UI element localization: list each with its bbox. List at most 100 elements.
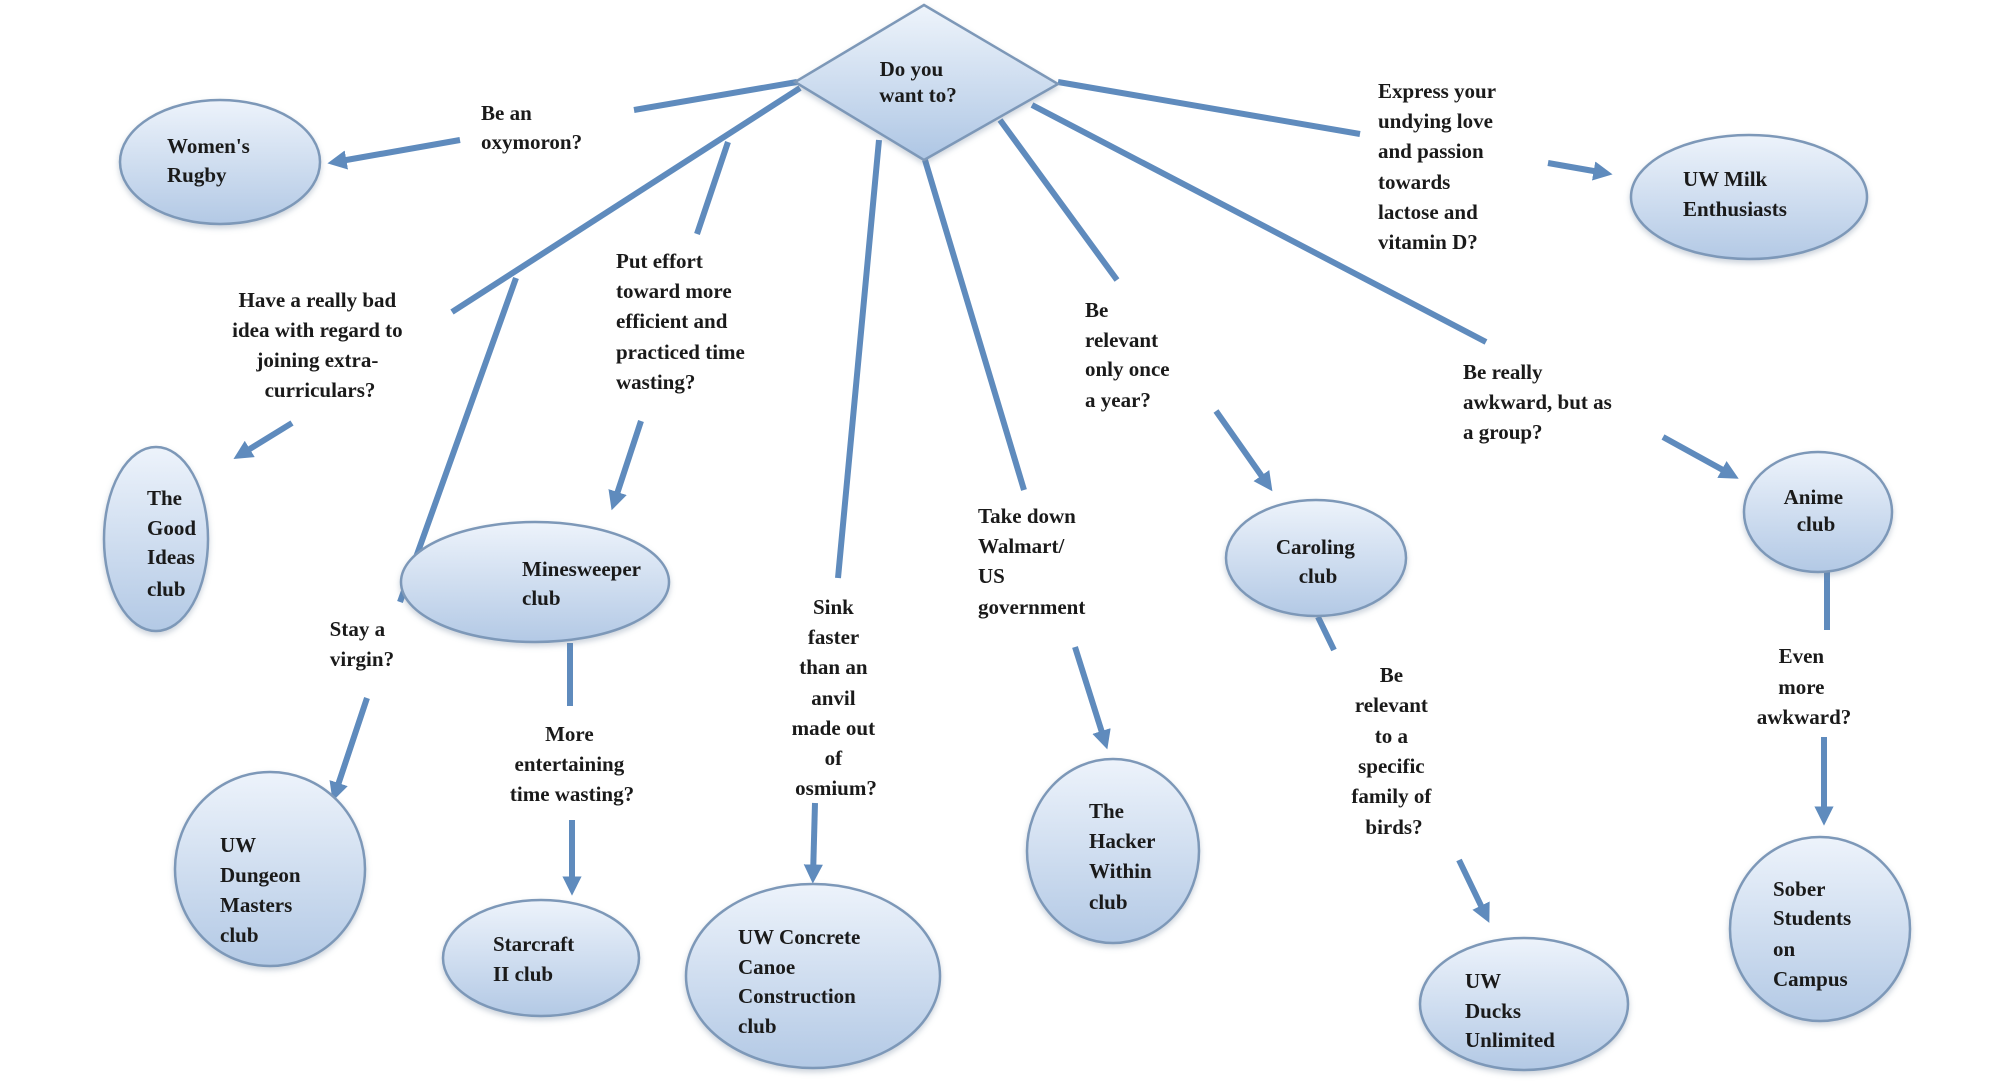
club-node-minesweeper: Minesweeper club <box>399 520 671 644</box>
club-label-line: Caroling <box>1276 535 1355 559</box>
club-label-line: The <box>1089 799 1124 823</box>
club-ellipse <box>102 445 210 633</box>
arrow-once-a-year-to-caroling <box>1213 409 1273 492</box>
question-awkward-group: Be really awkward, but as a group? <box>1463 360 1617 444</box>
club-label-line: Starcraft <box>493 932 574 956</box>
club-label-line: Women's <box>167 134 250 158</box>
club-label-line: Campus <box>1773 967 1848 991</box>
svg-text:Sober Students: Sober Students on Campus <box>1773 877 1856 991</box>
svg-text:UW Milk Enthusiasts: UW Milk Enthusiasts <box>1683 167 1787 221</box>
arrow-lactose-to-milk-enthusiasts <box>1547 160 1613 181</box>
club-label-line: UW Concrete <box>738 925 860 949</box>
decision-node-root: Do you want to? <box>792 3 1061 162</box>
club-label-line: Students <box>1773 906 1851 930</box>
club-ellipse <box>1224 498 1408 618</box>
arrow-sink-to-concrete-canoe <box>803 802 823 884</box>
edge-trunk-time-wasting <box>694 141 731 235</box>
svg-text:UW Concrete Canoe: UW Concrete Canoe Construction club <box>738 925 866 1038</box>
club-label-line: UW <box>1465 969 1501 993</box>
club-ellipse <box>1629 133 1869 261</box>
edge-root-once-a-year <box>997 118 1120 282</box>
edge-root-lactose <box>1057 79 1361 137</box>
edge-root-left-trunk <box>450 85 802 315</box>
club-label-line: Sober <box>1773 877 1825 901</box>
club-label-line: club <box>522 586 561 610</box>
club-node-caroling: Caroling club <box>1224 498 1408 618</box>
question-labels: Be an oxymoron? Have a really bad idea w… <box>232 79 1851 839</box>
club-label-line: UW Milk <box>1683 167 1768 191</box>
club-ellipse <box>1728 835 1912 1023</box>
arrow-walmart-to-hacker-within <box>1072 646 1111 750</box>
club-label-line: Unlimited <box>1465 1028 1555 1052</box>
club-label-line: Construction <box>738 984 856 1008</box>
edge-root-sink <box>835 139 882 579</box>
club-node-starcraft: Starcraft II club <box>441 898 641 1018</box>
root-label: Do you want to? <box>879 57 957 107</box>
edge-root-awkward-group <box>1030 102 1488 345</box>
question-bad-idea: Have a really bad idea with regard to jo… <box>232 288 408 402</box>
club-label-line: club <box>1797 512 1836 536</box>
svg-text:The Good Ideas: The Good Ideas club <box>147 486 201 601</box>
svg-text:Minesweeper club: Minesweeper club <box>522 557 646 610</box>
club-label-line: II club <box>493 962 553 986</box>
club-label-line: Ducks <box>1465 999 1521 1023</box>
club-label-line: Hacker <box>1089 829 1155 853</box>
club-node-dungeon-masters: UW Dungeon Masters club <box>173 770 367 968</box>
club-label-line: Enthusiasts <box>1683 197 1787 221</box>
arrow-awkward-group-to-anime <box>1661 434 1739 479</box>
club-label-line: Masters <box>220 893 292 917</box>
club-ellipse <box>1418 936 1630 1072</box>
club-label-line: Minesweeper <box>522 557 641 581</box>
question-virgin: Stay a virgin? <box>330 617 394 671</box>
club-ellipse <box>173 770 367 968</box>
club-node-hacker-within: The Hacker Within club <box>1025 757 1201 945</box>
edge-root-oxymoron <box>633 79 798 113</box>
question-time-wasting: Put effort toward more efficient and pra… <box>616 249 750 394</box>
club-ellipse <box>118 98 322 226</box>
club-label-line: club <box>147 577 186 601</box>
arrow-time-wasting-to-minesweeper <box>608 420 644 511</box>
svg-text:Starcraft II club: Starcraft II club <box>493 932 580 986</box>
club-label-line: Anime <box>1784 485 1844 509</box>
club-ellipse <box>1742 450 1894 574</box>
club-node-anime: Anime club <box>1742 450 1894 574</box>
question-oxymoron: Be an oxymoron? <box>481 101 582 154</box>
club-ellipse <box>441 898 641 1018</box>
arrow-virgin-to-dungeon-masters <box>329 697 370 802</box>
club-ellipse <box>399 520 671 644</box>
question-lactose: Express your undying love and passion to… <box>1378 79 1501 254</box>
club-label-line: Ideas <box>147 545 195 569</box>
club-label-line: Within <box>1089 859 1152 883</box>
svg-text:Anime club: Anime club <box>1784 485 1849 536</box>
club-label-line: club <box>220 923 259 947</box>
club-node-sober-students: Sober Students on Campus <box>1728 835 1912 1023</box>
club-label-line: Rugby <box>167 163 227 187</box>
arrow-birds-to-ducks-unlimited <box>1456 858 1490 923</box>
decision-diamond <box>792 3 1061 162</box>
arrow-bad-idea-to-good-ideas <box>233 420 294 460</box>
root-label-line: want to? <box>879 83 957 107</box>
question-entertaining: More entertaining time wasting? <box>510 722 634 806</box>
club-label-line: UW <box>220 833 256 857</box>
club-nodes: Women's Rugby The Good Ideas club UW Dun… <box>102 98 1912 1072</box>
club-label-line: Canoe <box>738 955 795 979</box>
svg-text:Women's Rugby: Women's Rugby <box>167 134 255 187</box>
svg-text:UW Ducks Unlim: UW Ducks Unlimited <box>1465 969 1555 1052</box>
club-ellipse <box>1025 757 1201 945</box>
club-node-womens-rugby: Women's Rugby <box>118 98 322 226</box>
arrow-oxymoron-to-womens-rugby <box>327 137 461 170</box>
root-label-line: Do you <box>880 57 944 81</box>
club-label-line: Dungeon <box>220 863 301 887</box>
club-node-milk-enthusiasts: UW Milk Enthusiasts <box>1629 133 1869 261</box>
question-even-more: Even more awkward? <box>1757 644 1852 729</box>
edge-trunk-virgin <box>397 276 519 604</box>
svg-text:Caroling club: Caroling club <box>1276 535 1360 588</box>
question-sink: Sink faster than an anvil made out of os… <box>792 595 881 800</box>
club-label-line: Good <box>147 516 196 540</box>
edge-caroling-birds <box>1315 615 1337 652</box>
question-once-a-year: Be relevant only once a year? <box>1085 298 1175 412</box>
club-node-good-ideas: The Good Ideas club <box>102 445 210 633</box>
edge-root-walmart <box>922 159 1027 491</box>
svg-text:UW Dungeon Mas: UW Dungeon Masters club <box>220 833 306 947</box>
